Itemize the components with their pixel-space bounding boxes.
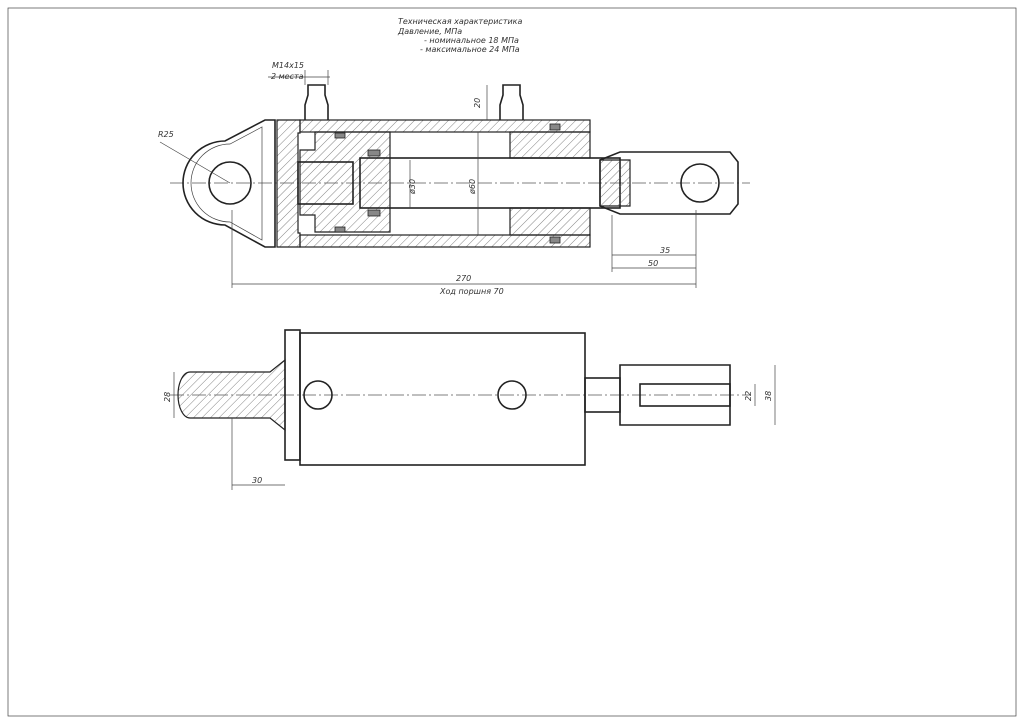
spec-block: Техническая характеристика Давление, МПа… [397, 17, 523, 54]
port-front [499, 84, 524, 120]
rod-thread [297, 161, 354, 205]
dim-slot-width: 22 [744, 391, 753, 401]
dim-clevis-50: 50 [648, 259, 658, 268]
dim-total-length: 270 [456, 274, 471, 283]
dim-thread-count: 2 места [271, 72, 304, 81]
port-rear [304, 84, 329, 120]
dim-radius: R25 [158, 130, 174, 139]
piston [299, 131, 391, 233]
cylinder-body [299, 332, 586, 466]
dim-clevis-width: 38 [764, 391, 773, 401]
dim-clevis-35: 35 [660, 246, 670, 255]
dim-eye-width: 28 [163, 392, 172, 402]
rear-eye-top [177, 358, 286, 432]
rear-pin-hole [208, 161, 252, 205]
dim-port-height: 20 [473, 98, 482, 108]
clevis-top [619, 364, 731, 426]
dim-eye-offset: 30 [252, 476, 262, 485]
spec-nominal: - номинальное 18 МПа [424, 36, 519, 45]
spec-pressure: Давление, МПа [397, 27, 462, 36]
sheet-frame [7, 7, 1017, 717]
spec-title: Техническая характеристика [398, 17, 523, 26]
rod-clevis [599, 151, 739, 215]
tube-wall-bottom [299, 234, 591, 248]
spec-maximum: - максимальное 24 МПа [420, 45, 520, 54]
dim-bore-dia: ø60 [468, 179, 477, 195]
port-top-front [497, 380, 527, 410]
rear-eye [182, 119, 276, 248]
dim-stroke: Ход поршня 70 [439, 287, 504, 296]
dim-rod-dia: ø30 [408, 179, 417, 195]
top-view [170, 329, 776, 490]
clevis-pin-hole [680, 163, 720, 203]
dim-thread: M14x15 [272, 61, 304, 70]
port-top-rear [303, 380, 333, 410]
tube-wall-top [299, 119, 591, 133]
section-view [159, 70, 750, 288]
